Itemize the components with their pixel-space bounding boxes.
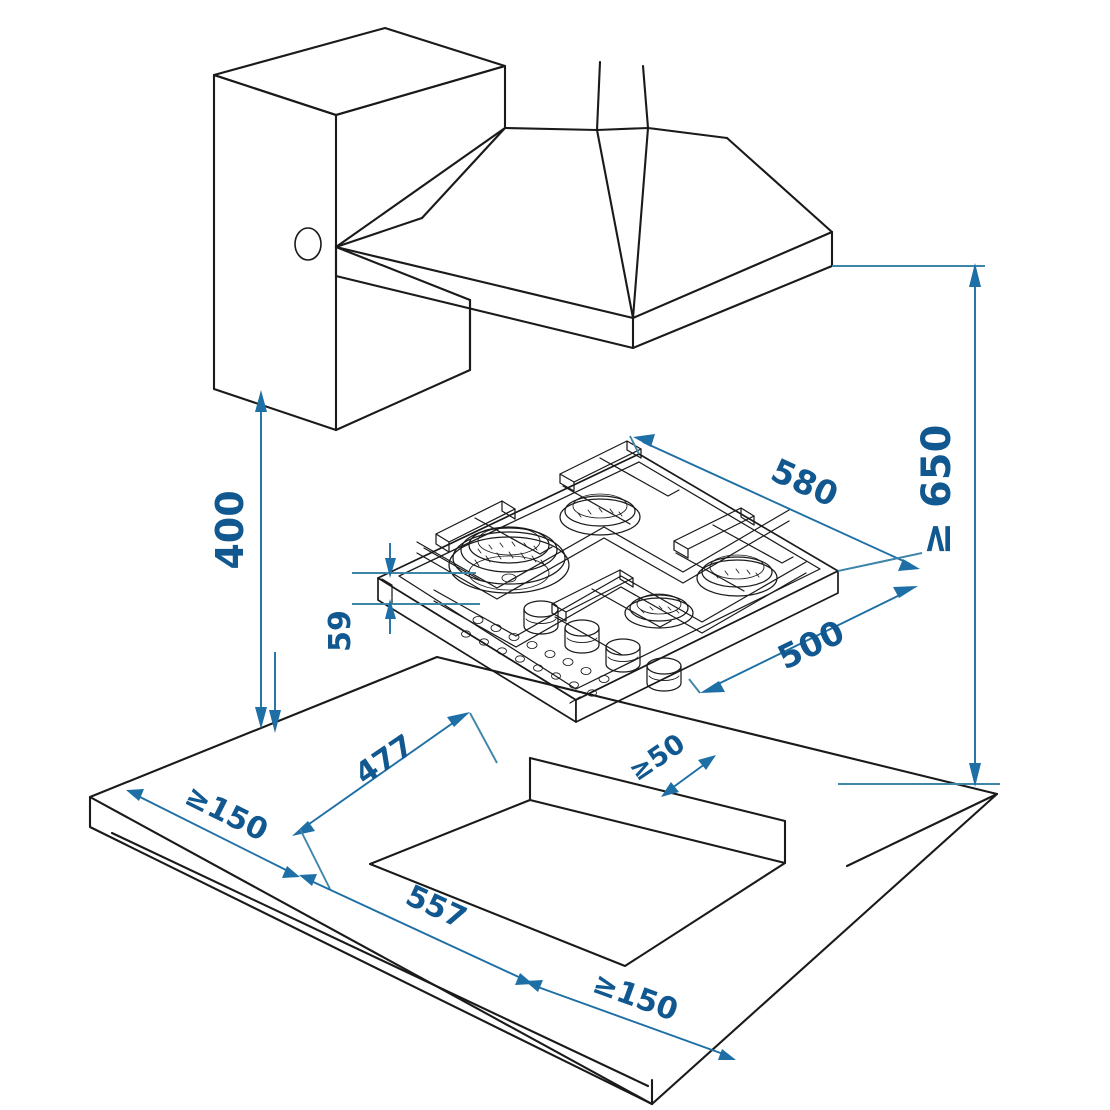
dim-label-500: 500 [771, 612, 850, 677]
dim-label-150-front: ≥150 [588, 966, 682, 1029]
dim-label-477: 477 [349, 728, 420, 792]
burner-right [696, 554, 778, 597]
dim-label-650: ≥ 650 [914, 425, 960, 556]
dim-150-front: ≥150 [525, 966, 736, 1060]
dim-50: ≥50 [624, 728, 716, 797]
pan-support-grates [416, 440, 807, 656]
dim-label-580: 580 [765, 451, 844, 515]
dim-59: 59 [323, 543, 480, 652]
countertop [88, 655, 999, 1106]
knob-4[interactable] [646, 657, 682, 692]
burner-front-centre [624, 593, 694, 629]
cooker-hood [334, 60, 834, 372]
knob-1[interactable] [523, 600, 559, 635]
dim-label-59: 59 [323, 610, 358, 652]
gas-hob [377, 440, 839, 723]
dim-label-400: 400 [208, 490, 252, 569]
cabinet-handle-icon [294, 227, 322, 261]
dim-label-150-left: ≥150 [179, 778, 273, 848]
knob-3[interactable] [605, 638, 641, 673]
burner-back-centre [559, 493, 641, 536]
ref-arrow-worktop-left [269, 652, 281, 733]
knob-2[interactable] [564, 619, 600, 654]
wall-cabinet [212, 26, 507, 432]
dim-label-50: ≥50 [624, 728, 691, 787]
dim-650: ≥ 650 [832, 263, 1000, 787]
dim-477: 477 [292, 712, 498, 890]
dim-400: 400 [208, 390, 267, 729]
control-knobs[interactable] [523, 600, 682, 692]
